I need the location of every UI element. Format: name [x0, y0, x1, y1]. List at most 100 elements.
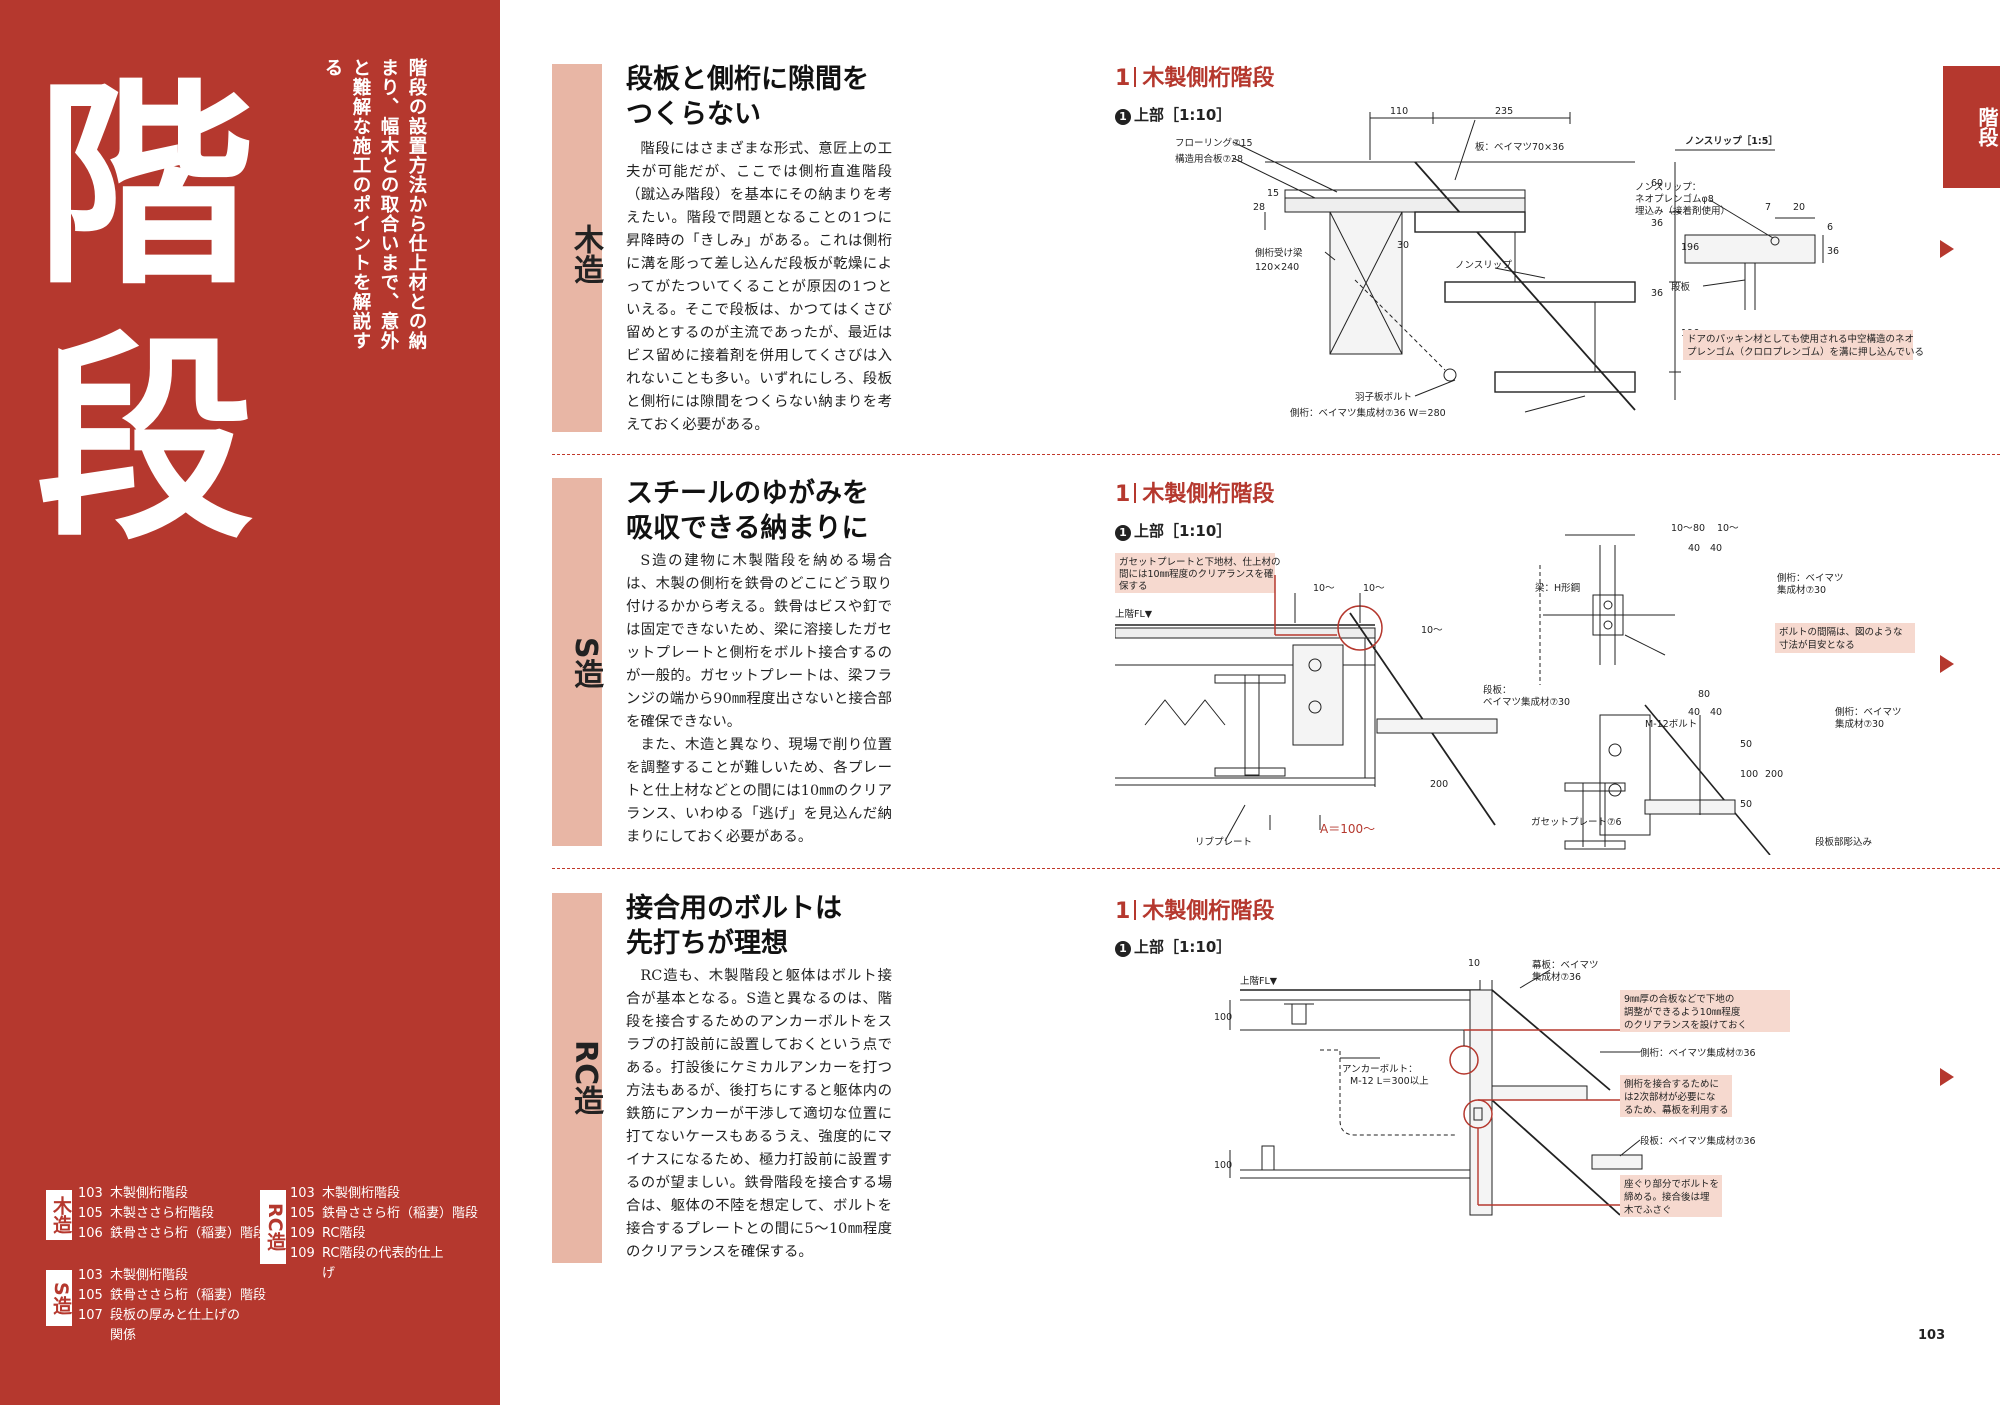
svg-text:側桁受け梁: 側桁受け梁 — [1255, 247, 1303, 259]
svg-text:側桁を接合するために: 側桁を接合するために — [1624, 1078, 1719, 1090]
toc-item: げ — [322, 1266, 336, 1281]
svg-text:M-12 L＝300以上: M-12 L＝300以上 — [1350, 1076, 1429, 1087]
section-body: 階段にはさまざまな形式、意匠上の工夫が可能だが、ここでは側桁直進階段（蹴込み階段… — [626, 141, 892, 433]
svg-text:A＝100～: A＝100～ — [1320, 822, 1375, 836]
svg-text:木でふさぐ: 木でふさぐ — [1624, 1204, 1672, 1216]
svg-text:段板：: 段板： — [1483, 684, 1512, 696]
svg-text:構造用合板⑦28: 構造用合板⑦28 — [1175, 153, 1243, 165]
svg-text:60: 60 — [1651, 178, 1663, 189]
section-tab-label: 木造 — [568, 224, 603, 284]
section-heading: 段板と側桁に隙間をつくらない — [626, 64, 869, 130]
chapter-index-tab[interactable]: 階段 — [1943, 66, 2000, 188]
svg-text:M-12ボルト: M-12ボルト — [1645, 719, 1697, 730]
toc-item: 関係 — [110, 1328, 137, 1343]
svg-text:100: 100 — [1740, 769, 1758, 780]
svg-text:段板部彫込み: 段板部彫込み — [1815, 836, 1872, 848]
svg-text:間には10㎜程度のクリアランスを確: 間には10㎜程度のクリアランスを確 — [1119, 568, 1274, 580]
svg-text:上階FL▼: 上階FL▼ — [1115, 609, 1153, 620]
section-tab-label: RC造 — [568, 1040, 603, 1116]
svg-text:側桁：ベイマツ集成材⑦36 W＝280: 側桁：ベイマツ集成材⑦36 W＝280 — [1290, 407, 1446, 419]
toc-cat-rc: RC造 — [260, 1190, 286, 1264]
section-body: S造の建物に木製階段を納める場合は、木製の側桁を鉄骨のどこにどう取り付けるかから… — [626, 553, 892, 845]
svg-text:9㎜厚の合板などで下地の: 9㎜厚の合板などで下地の — [1624, 993, 1734, 1005]
svg-text:側桁：ベイマツ: 側桁：ベイマツ — [1835, 706, 1902, 718]
svg-text:寸法が目安となる: 寸法が目安となる — [1779, 639, 1855, 651]
arrow-right-icon[interactable] — [1940, 1068, 1954, 1086]
svg-text:36: 36 — [1651, 288, 1663, 299]
svg-text:100: 100 — [1214, 1012, 1232, 1023]
svg-text:段板: 段板 — [1671, 281, 1691, 293]
svg-text:40: 40 — [1688, 707, 1700, 718]
svg-text:36: 36 — [1651, 218, 1663, 229]
svg-text:幕板：ベイマツ: 幕板：ベイマツ — [1532, 959, 1599, 971]
svg-text:羽子板ボルト: 羽子板ボルト — [1355, 391, 1412, 403]
svg-text:30: 30 — [1397, 240, 1409, 251]
svg-text:100: 100 — [1214, 1160, 1232, 1171]
svg-text:アンカーボルト：: アンカーボルト： — [1342, 1064, 1418, 1075]
svg-text:ベイマツ集成材⑦30: ベイマツ集成材⑦30 — [1483, 696, 1570, 708]
svg-text:196: 196 — [1681, 242, 1699, 253]
toc-cat-steel: S造 — [46, 1270, 72, 1326]
svg-text:は2次部材が必要にな: は2次部材が必要にな — [1624, 1091, 1716, 1103]
chapter-title: 階 段 — [30, 60, 260, 570]
svg-text:50: 50 — [1740, 799, 1752, 810]
svg-text:集成材⑦30: 集成材⑦30 — [1835, 718, 1884, 730]
svg-text:集成材⑦30: 集成材⑦30 — [1777, 584, 1826, 596]
svg-text:のクリアランスを設けておく: のクリアランスを設けておく — [1624, 1019, 1747, 1031]
arrow-right-icon[interactable] — [1940, 655, 1954, 673]
arrow-right-icon[interactable] — [1940, 240, 1954, 258]
svg-text:10: 10 — [1468, 958, 1480, 969]
section-tab-rc: RC造 — [552, 893, 603, 1263]
svg-text:梁：H形鋼: 梁：H形鋼 — [1535, 582, 1580, 594]
svg-text:40: 40 — [1688, 543, 1700, 554]
svg-text:80: 80 — [1698, 689, 1710, 700]
svg-text:ドアのパッキン材としても使用される中空構造のネオ: ドアのパッキン材としても使用される中空構造のネオ — [1687, 333, 1914, 345]
svg-text:40: 40 — [1710, 707, 1722, 718]
svg-text:ノンスリップ［1:5］: ノンスリップ［1:5］ — [1685, 135, 1778, 147]
rc-stair-drawing: 10 上階FL▼ 幕板：ベイマツ 集成材⑦36 側桁：ベイマツ集成材⑦36 アン… — [1214, 958, 1790, 1217]
svg-text:板：ベイマツ70×36: 板：ベイマツ70×36 — [1475, 141, 1564, 153]
svg-text:28: 28 — [1253, 202, 1265, 213]
svg-text:10～: 10～ — [1717, 523, 1739, 534]
svg-text:80: 80 — [1693, 523, 1705, 534]
svg-text:保する: 保する — [1119, 580, 1148, 592]
svg-text:6: 6 — [1827, 222, 1833, 233]
svg-text:上階FL▼: 上階FL▼ — [1240, 976, 1278, 987]
toc-cat-wood: 木造 — [46, 1190, 72, 1240]
left-panel: 階 段 階段の設置方法から仕上材との納まり、幅木との取合いまで、意外と難解な施工… — [0, 0, 500, 1405]
svg-text:埋込み（接着剤使用）: 埋込み（接着剤使用） — [1635, 205, 1730, 217]
svg-text:フローリング⑦15: フローリング⑦15 — [1175, 137, 1253, 149]
title-char-2: 段 — [36, 316, 254, 569]
svg-text:集成材⑦36: 集成材⑦36 — [1532, 971, 1581, 983]
section-tab-label: S造 — [568, 637, 603, 689]
section-heading: 接合用のボルトは先打ちが理想 — [626, 893, 842, 959]
section-tab-wood: 木造 — [552, 64, 603, 432]
svg-text:プレンゴム（クロロプレンゴム）を溝に押し込んでいる: プレンゴム（クロロプレンゴム）を溝に押し込んでいる — [1687, 346, 1924, 358]
svg-text:リブプレート: リブプレート — [1195, 836, 1252, 848]
svg-text:調整ができるよう10㎜程度: 調整ができるよう10㎜程度 — [1624, 1006, 1741, 1018]
svg-text:10～: 10～ — [1363, 583, 1385, 594]
svg-text:ボルトの間隔は、図のような: ボルトの間隔は、図のような — [1779, 627, 1903, 638]
svg-text:側桁：ベイマツ: 側桁：ベイマツ — [1777, 572, 1844, 584]
svg-text:110: 110 — [1390, 106, 1408, 117]
svg-text:200: 200 — [1765, 769, 1783, 780]
svg-text:座ぐり部分でボルトを: 座ぐり部分でボルトを — [1624, 1178, 1719, 1190]
svg-text:20: 20 — [1793, 202, 1805, 213]
